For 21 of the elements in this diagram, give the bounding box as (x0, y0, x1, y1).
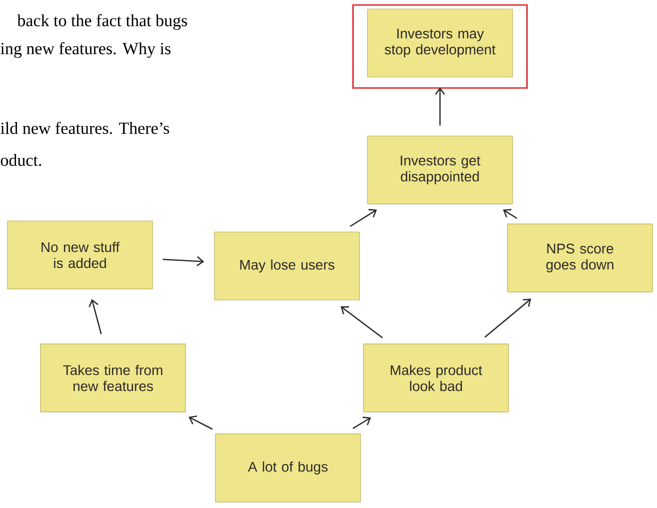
body-text: ing new features. Why is (0, 42, 170, 58)
sticky-note: Investors get disappointed (367, 136, 513, 204)
body-text: oduct. (0, 154, 42, 166)
arrow (188, 415, 213, 430)
sticky-note: May lose users (214, 232, 360, 300)
arrow (484, 298, 532, 338)
sticky-note: No new stuff is added (7, 220, 153, 290)
body-text: ild new features. There’s (0, 122, 170, 134)
sticky-note: Investors may stop development (367, 8, 513, 78)
arrow (434, 87, 446, 126)
arrow (340, 306, 383, 338)
arrow (352, 416, 372, 430)
arrow (502, 208, 518, 219)
sticky-note: A lot of bugs (215, 434, 361, 502)
arrow (350, 208, 377, 227)
sticky-note: NPS score goes down (507, 224, 653, 292)
arrow (88, 298, 102, 334)
arrow (162, 256, 204, 266)
sticky-note: Takes time from new features (40, 344, 186, 412)
body-text: back to the fact that bugs (17, 14, 188, 30)
sticky-note: Makes product look bad (363, 344, 509, 412)
